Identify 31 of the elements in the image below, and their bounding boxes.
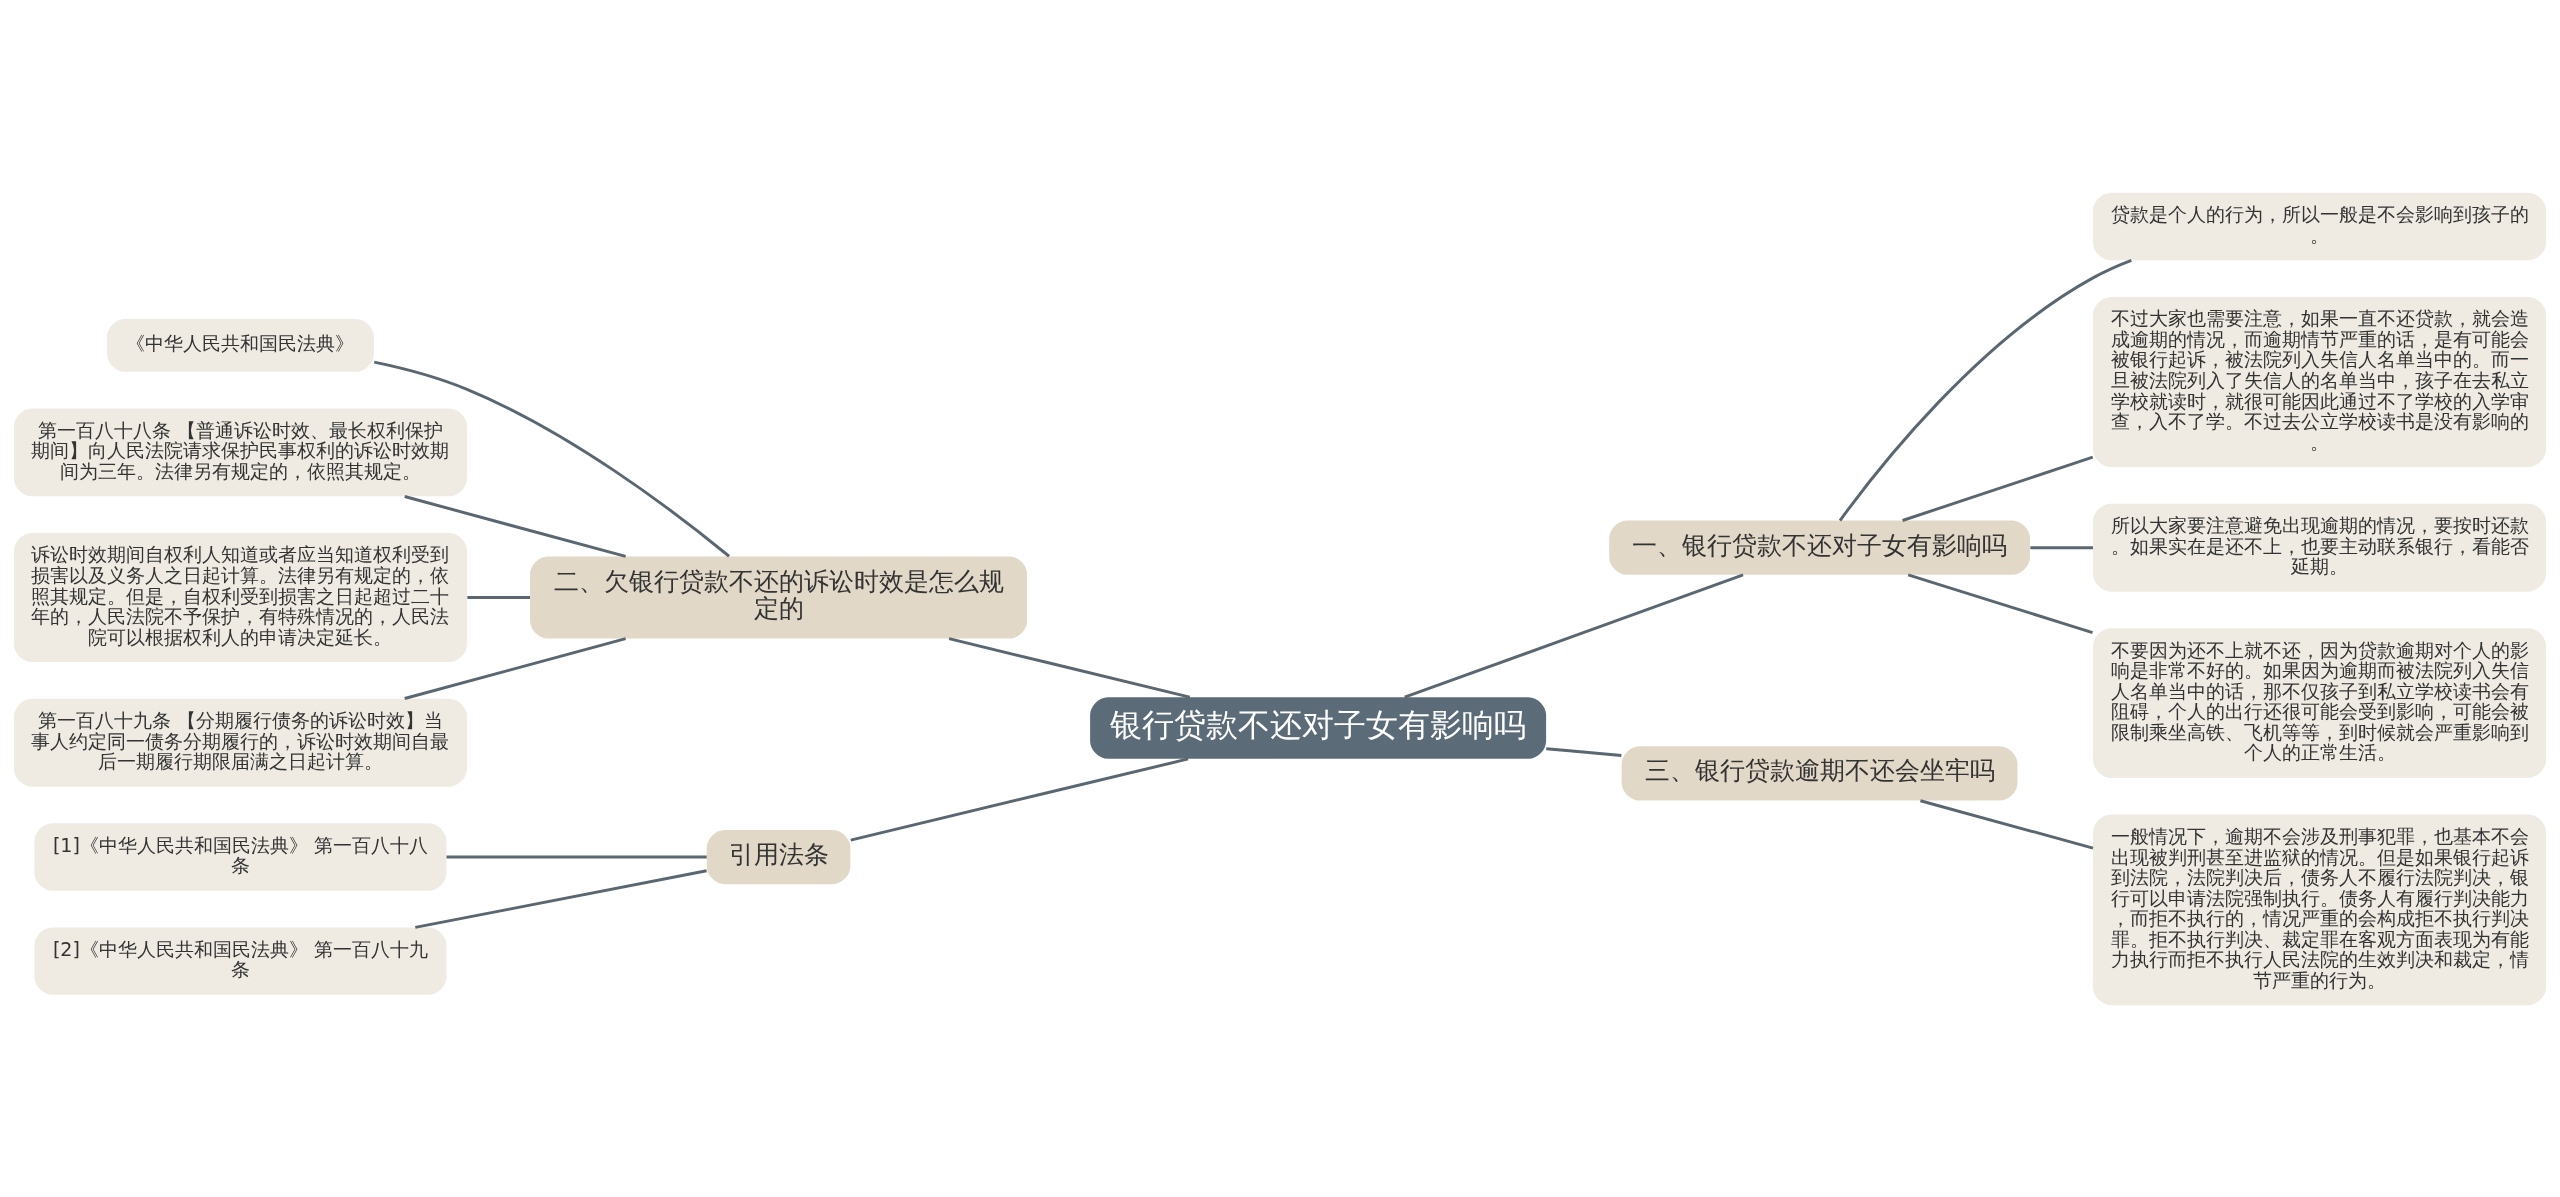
connector [850, 757, 1189, 841]
connector [1902, 455, 2094, 522]
connector [467, 595, 530, 599]
node-box: 一般情况下，逾期不会涉及刑事犯罪，也基本不会出现被判刑甚至进监狱的情况。但是如果银行起诉到法院，法院判决后，债务人不履行法院判决，银行可以申请法院强制执行。债务人有履行判决能力，而拒不执行的，情况严重的会构成拒不执行判决罪。拒不执行判决、裁定罪在客观方面表现为有能力执行而拒不执行人民法院的生效判决和裁定，情节严重的行为。 [2093, 814, 2547, 1005]
connector [1404, 572, 1744, 699]
connector [404, 494, 626, 558]
connector [948, 636, 1191, 699]
connector [404, 636, 626, 700]
node-box: 银行贷款不还对子女有影响吗 [1090, 696, 1547, 759]
node-box: [1]《中华人民共和国民法典》 第一百八十八条 [34, 822, 447, 891]
connector [415, 868, 707, 929]
connector [2030, 545, 2093, 549]
connector [446, 855, 707, 858]
node-box: [2]《中华人民共和国民法典》 第一百八十九条 [34, 926, 447, 995]
connector [1907, 573, 2093, 634]
connector [373, 360, 730, 557]
node-box: 引用法条 [706, 829, 851, 884]
node-box: 贷款是个人的行为，所以一般是不会影响到孩子的。 [2093, 192, 2547, 260]
node-box: 不过大家也需要注意，如果一直不还贷款，就会造成逾期的情况，而逾期情节严重的话，是有可能会被银行起诉，被法院列入失信人名单当中的。而一旦被法院列入了失信人的名单当中，孩子在去私立学校就读时，就很可能因此通过不了学校的入学审查，入不了学。不过去公立学校读书是没有影响的。 [2093, 296, 2547, 467]
connector [1546, 746, 1622, 757]
node-box: 第一百八十九条 【分期履行债务的诉讼时效】当事人约定同一债务分期履行的，诉讼时效期间自最后一期履行期限届满之日起计算。 [13, 698, 467, 787]
node-box: 一、银行贷款不还对子女有影响吗 [1609, 520, 2030, 575]
node-box: 三、银行贷款逾期不还会坐牢吗 [1621, 745, 2018, 801]
connector [1920, 798, 2094, 849]
node-box: 《中华人民共和国民法典》 [107, 318, 374, 372]
node-box: 不要因为还不上就不还，因为贷款逾期对个人的影响是非常不好的。如果因为逾期而被法院列入失信人名单当中的话，那不仅孩子到私立学校读书会有阻碍，个人的出行还很可能会受到影响，可能会被限制乘坐高铁、飞机等等，到时候就会严重影响到个人的正常生活。 [2093, 627, 2547, 778]
node-box: 诉讼时效期间自权利人知道或者应当知道权利受到损害以及义务人之日起计算。法律另有规定的，依照其规定。但是，自权利受到损害之日起超过二十年的，人民法院不予保护，有特殊情况的，人民法院可以根据权利人的申请决定延长。 [13, 532, 467, 662]
node-box: 第一百八十八条 【普通诉讼时效、最长权利保护期间】向人民法院请求保护民事权利的诉讼时效期间为三年。法律另有规定的，依照其规定。 [13, 407, 467, 496]
connector [1838, 258, 2132, 521]
node-box: 二、欠银行贷款不还的诉讼时效是怎么规定的 [530, 556, 1028, 639]
node-box: 所以大家要注意避免出现逾期的情况，要按时还款。如果实在是还不上，也要主动联系银行，看能否延期。 [2093, 503, 2547, 592]
